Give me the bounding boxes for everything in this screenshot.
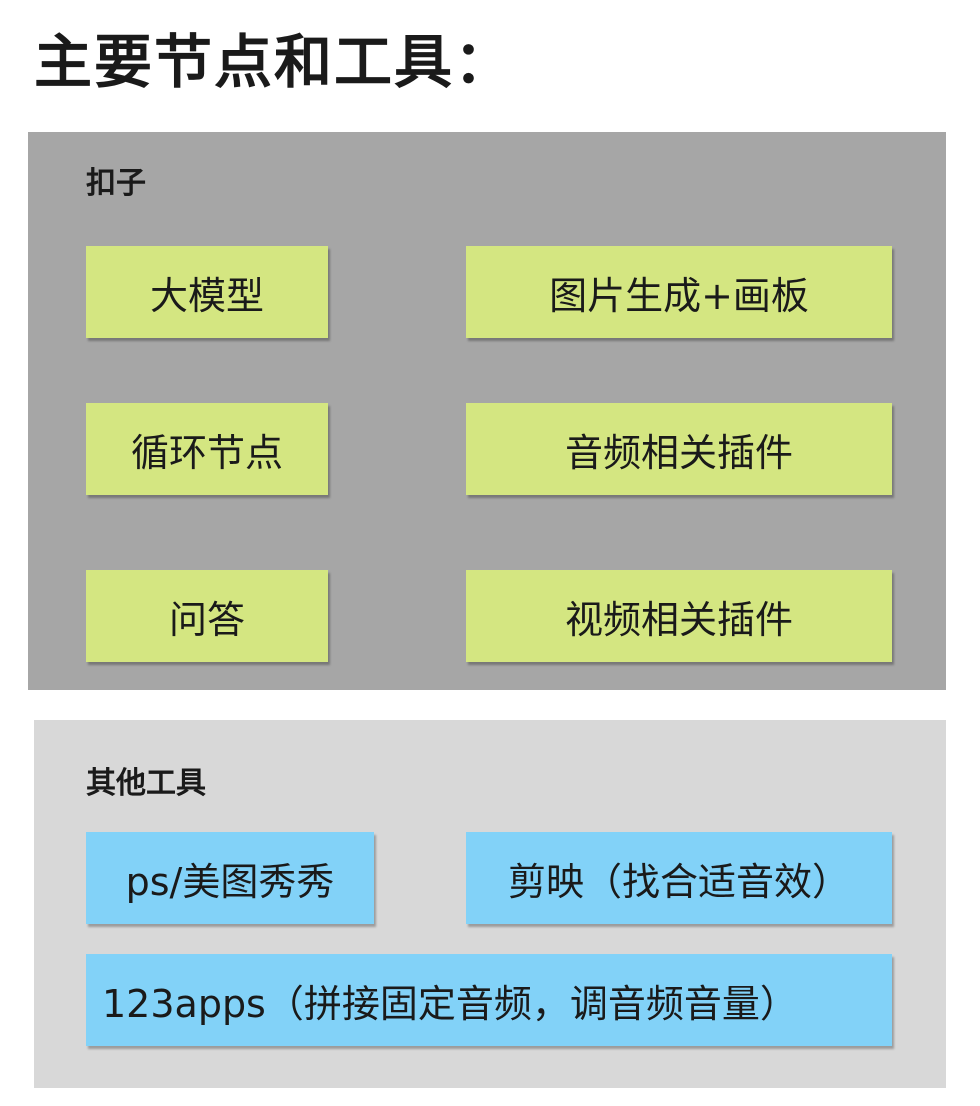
tool-123apps: 123apps（拼接固定音频，调音频音量） (86, 954, 892, 1046)
coze-panel-label: 扣子 (86, 166, 146, 201)
node-loop: 循环节点 (86, 403, 328, 495)
node-llm: 大模型 (86, 246, 328, 338)
tool-ps-meitu: ps/美图秀秀 (86, 832, 374, 924)
node-video-plugins: 视频相关插件 (466, 570, 892, 662)
other-tools-panel-label: 其他工具 (86, 766, 206, 801)
page-title: 主要节点和工具： (34, 28, 515, 96)
tool-jianying: 剪映（找合适音效） (466, 832, 892, 924)
node-audio-plugins: 音频相关插件 (466, 403, 892, 495)
node-image-gen-canvas: 图片生成+画板 (466, 246, 892, 338)
node-qa: 问答 (86, 570, 328, 662)
